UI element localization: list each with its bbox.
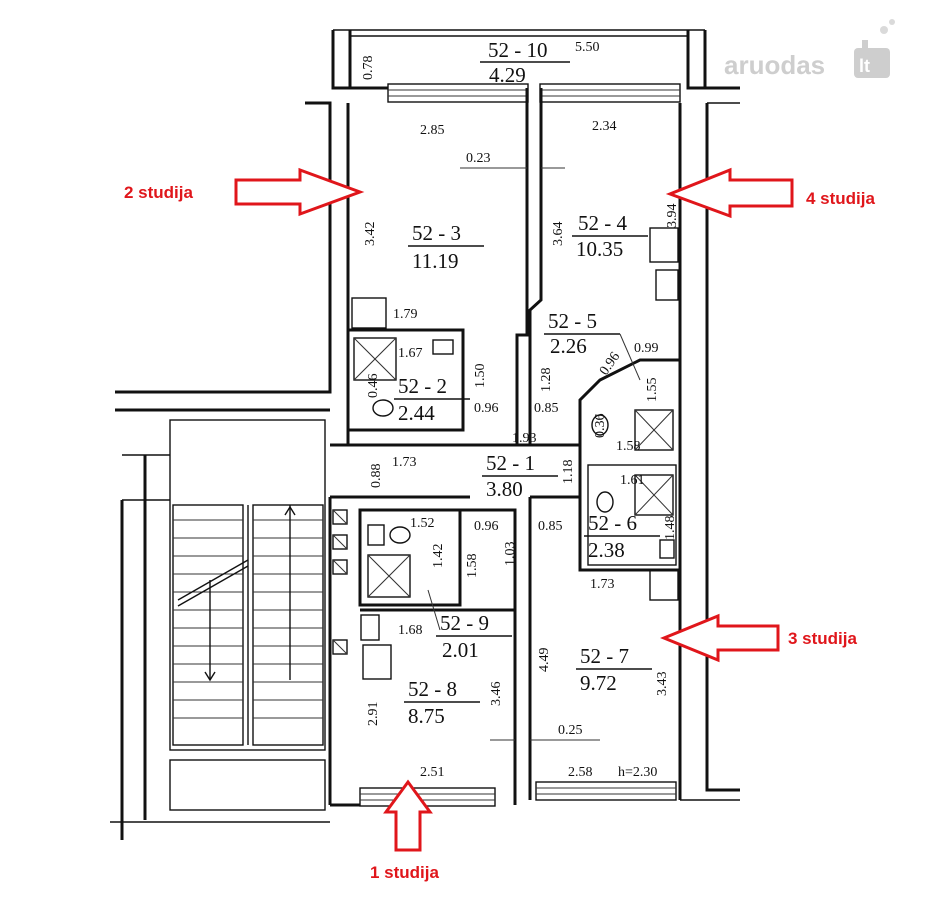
svg-text:1.73: 1.73 xyxy=(590,577,615,592)
svg-text:5.50: 5.50 xyxy=(575,40,600,55)
room-7-id: 52 - 7 xyxy=(580,644,629,668)
svg-text:2.51: 2.51 xyxy=(420,765,445,780)
room-3-id: 52 - 3 xyxy=(412,221,461,245)
svg-text:0.85: 0.85 xyxy=(538,519,563,534)
svg-text:1.68: 1.68 xyxy=(398,623,423,638)
svg-text:1.58: 1.58 xyxy=(616,439,641,454)
svg-text:0.78: 0.78 xyxy=(361,56,376,81)
room-6-id: 52 - 6 xyxy=(588,511,637,535)
room-4-id: 52 - 4 xyxy=(578,211,627,235)
svg-text:h=2.30: h=2.30 xyxy=(618,765,657,780)
svg-text:0.96: 0.96 xyxy=(474,401,499,416)
svg-text:2.91: 2.91 xyxy=(366,702,381,727)
svg-text:2.85: 2.85 xyxy=(420,123,445,138)
room-5-area: 2.26 xyxy=(550,334,587,358)
room-8-id: 52 - 8 xyxy=(408,677,457,701)
svg-text:1.18: 1.18 xyxy=(561,460,576,485)
svg-text:1.93: 1.93 xyxy=(512,431,537,446)
svg-text:0.96: 0.96 xyxy=(474,519,499,534)
room-6-area: 2.38 xyxy=(588,538,625,562)
svg-text:0.99: 0.99 xyxy=(634,341,659,356)
svg-text:1.58: 1.58 xyxy=(465,554,480,579)
svg-text:1.48: 1.48 xyxy=(663,516,678,541)
room-10-area: 4.29 xyxy=(489,63,526,87)
room-10-id: 52 - 10 xyxy=(488,38,548,62)
room-8-area: 8.75 xyxy=(408,704,445,728)
room-1-id: 52 - 1 xyxy=(486,451,535,475)
room-9-id: 52 - 9 xyxy=(440,611,489,635)
svg-text:1.73: 1.73 xyxy=(392,455,417,470)
svg-text:4.49: 4.49 xyxy=(537,648,552,673)
label-studio-4: 4 studija xyxy=(806,189,876,208)
walls xyxy=(110,29,740,823)
svg-text:0.23: 0.23 xyxy=(466,151,491,166)
studio-markers: 2 studija 4 studija 3 studija 1 studija xyxy=(124,167,876,882)
room-2-id: 52 - 2 xyxy=(398,374,447,398)
svg-text:3.43: 3.43 xyxy=(655,672,670,697)
dimensions: 5.50 0.78 2.85 2.34 0.23 3.42 3.64 3.94 … xyxy=(361,40,680,780)
arrow-studio-3 xyxy=(660,613,780,663)
room-2-area: 2.44 xyxy=(398,401,435,425)
arrow-studio-1 xyxy=(383,779,433,852)
room-1-area: 3.80 xyxy=(486,477,523,501)
arrow-studio-4 xyxy=(665,167,794,219)
svg-text:1.03: 1.03 xyxy=(503,542,518,567)
svg-text:3.46: 3.46 xyxy=(489,682,504,707)
svg-text:1.52: 1.52 xyxy=(410,516,435,531)
room-labels: 52 - 10 4.29 52 - 3 11.19 52 - 4 10.35 5… xyxy=(394,38,660,728)
svg-text:3.42: 3.42 xyxy=(363,222,378,247)
svg-text:1.55: 1.55 xyxy=(645,378,660,403)
svg-text:0.85: 0.85 xyxy=(534,401,559,416)
svg-text:1.61: 1.61 xyxy=(620,473,645,488)
svg-text:1.28: 1.28 xyxy=(539,368,554,393)
svg-text:1.79: 1.79 xyxy=(393,307,418,322)
vent-shafts xyxy=(332,509,348,655)
svg-text:1.42: 1.42 xyxy=(431,544,446,569)
stairwell xyxy=(120,419,326,840)
svg-text:1.50: 1.50 xyxy=(473,364,488,389)
fixtures xyxy=(351,227,679,680)
svg-text:1.67: 1.67 xyxy=(398,346,423,361)
room-5-id: 52 - 5 xyxy=(548,309,597,333)
room-7-area: 9.72 xyxy=(580,671,617,695)
svg-text:0.96: 0.96 xyxy=(597,350,623,379)
room-9-area: 2.01 xyxy=(442,638,479,662)
svg-text:3.64: 3.64 xyxy=(551,222,566,247)
svg-text:2.34: 2.34 xyxy=(592,119,617,134)
svg-text:0.46: 0.46 xyxy=(366,374,381,399)
svg-text:2.58: 2.58 xyxy=(568,765,593,780)
svg-text:0.36: 0.36 xyxy=(593,414,608,439)
label-studio-1: 1 studija xyxy=(370,863,440,882)
svg-text:0.88: 0.88 xyxy=(369,464,384,489)
arrow-studio-2 xyxy=(234,167,365,217)
svg-text:3.94: 3.94 xyxy=(665,204,680,229)
svg-text:0.25: 0.25 xyxy=(558,723,583,738)
room-3-area: 11.19 xyxy=(412,249,458,273)
label-studio-2: 2 studija xyxy=(124,183,194,202)
svg-text:aruodas: aruodas xyxy=(724,50,825,80)
label-studio-3: 3 studija xyxy=(788,629,858,648)
watermark-logo: aruodas lt xyxy=(724,19,895,80)
svg-text:lt: lt xyxy=(859,56,870,76)
room-4-area: 10.35 xyxy=(576,237,623,261)
